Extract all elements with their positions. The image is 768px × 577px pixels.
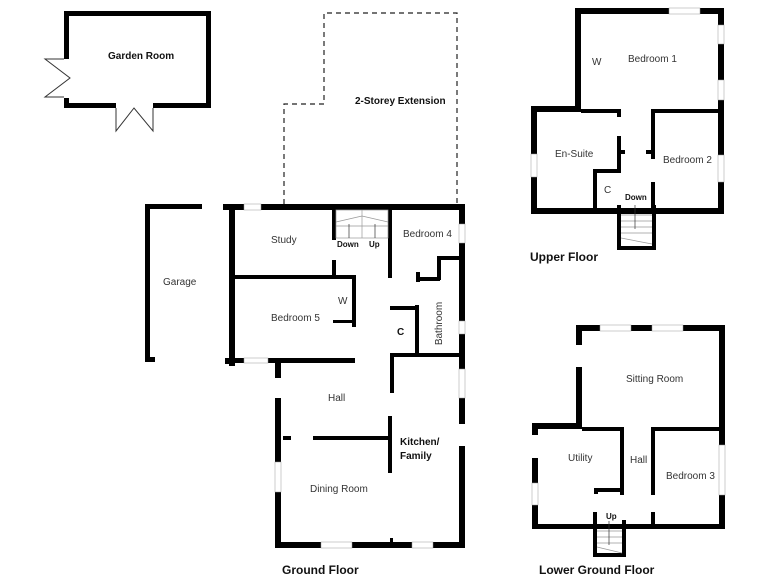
utility-label: Utility xyxy=(568,453,593,464)
lower-ground-windows xyxy=(531,444,726,506)
stairs-down-label: Down xyxy=(337,240,359,249)
garden-room-walls xyxy=(64,11,211,108)
garage-walls xyxy=(145,204,202,362)
ground-floor-walls xyxy=(223,203,465,549)
upper-wardrobe-label: W xyxy=(592,57,602,68)
ground-floor-stairs xyxy=(335,209,389,239)
lower-ground-stairs xyxy=(596,521,623,554)
hall-label: Hall xyxy=(328,393,346,404)
cupboard-label: C xyxy=(397,327,405,338)
upper-cupboard-label: C xyxy=(604,185,612,196)
study-label: Study xyxy=(271,235,297,246)
bedroom5-label: Bedroom 5 xyxy=(271,313,320,324)
bedroom3-label: Bedroom 3 xyxy=(666,471,715,482)
wardrobe-label: W xyxy=(338,296,348,307)
dining-room-label: Dining Room xyxy=(310,484,368,495)
upper-floor-stairs xyxy=(620,205,653,245)
extension-label: 2-Storey Extension xyxy=(355,96,446,107)
upper-floor-title: Upper Floor xyxy=(530,250,598,264)
ensuite-label: En-Suite xyxy=(555,149,594,160)
bedroom4-label: Bedroom 4 xyxy=(403,229,452,240)
sitting-room-label: Sitting Room xyxy=(626,374,684,385)
bathroom-label: Bathroom xyxy=(434,301,446,346)
garden-room-label: Garden Room xyxy=(108,51,175,62)
lower-ground-floor-title: Lower Ground Floor xyxy=(539,563,655,577)
lower-ground-walls xyxy=(532,324,725,557)
upper-stairs-down-label: Down xyxy=(625,193,647,202)
stairs-up-label: Up xyxy=(369,240,380,249)
extension-outline xyxy=(283,12,458,204)
kitchen-label-line2: Family xyxy=(400,451,432,462)
lower-hall-label: Hall xyxy=(630,455,648,466)
upper-floor-walls xyxy=(531,7,724,250)
upper-floor-windows xyxy=(530,24,725,183)
garage-label: Garage xyxy=(163,277,197,288)
bedroom2-label: Bedroom 2 xyxy=(663,155,712,166)
kitchen-label-line1: Kitchen/ xyxy=(400,437,440,448)
bedroom1-label: Bedroom 1 xyxy=(628,54,677,65)
lower-stairs-up-label: Up xyxy=(606,512,617,521)
ground-floor-windows xyxy=(274,223,466,493)
garden-room-doors xyxy=(43,58,154,133)
ground-floor-title: Ground Floor xyxy=(282,563,359,577)
